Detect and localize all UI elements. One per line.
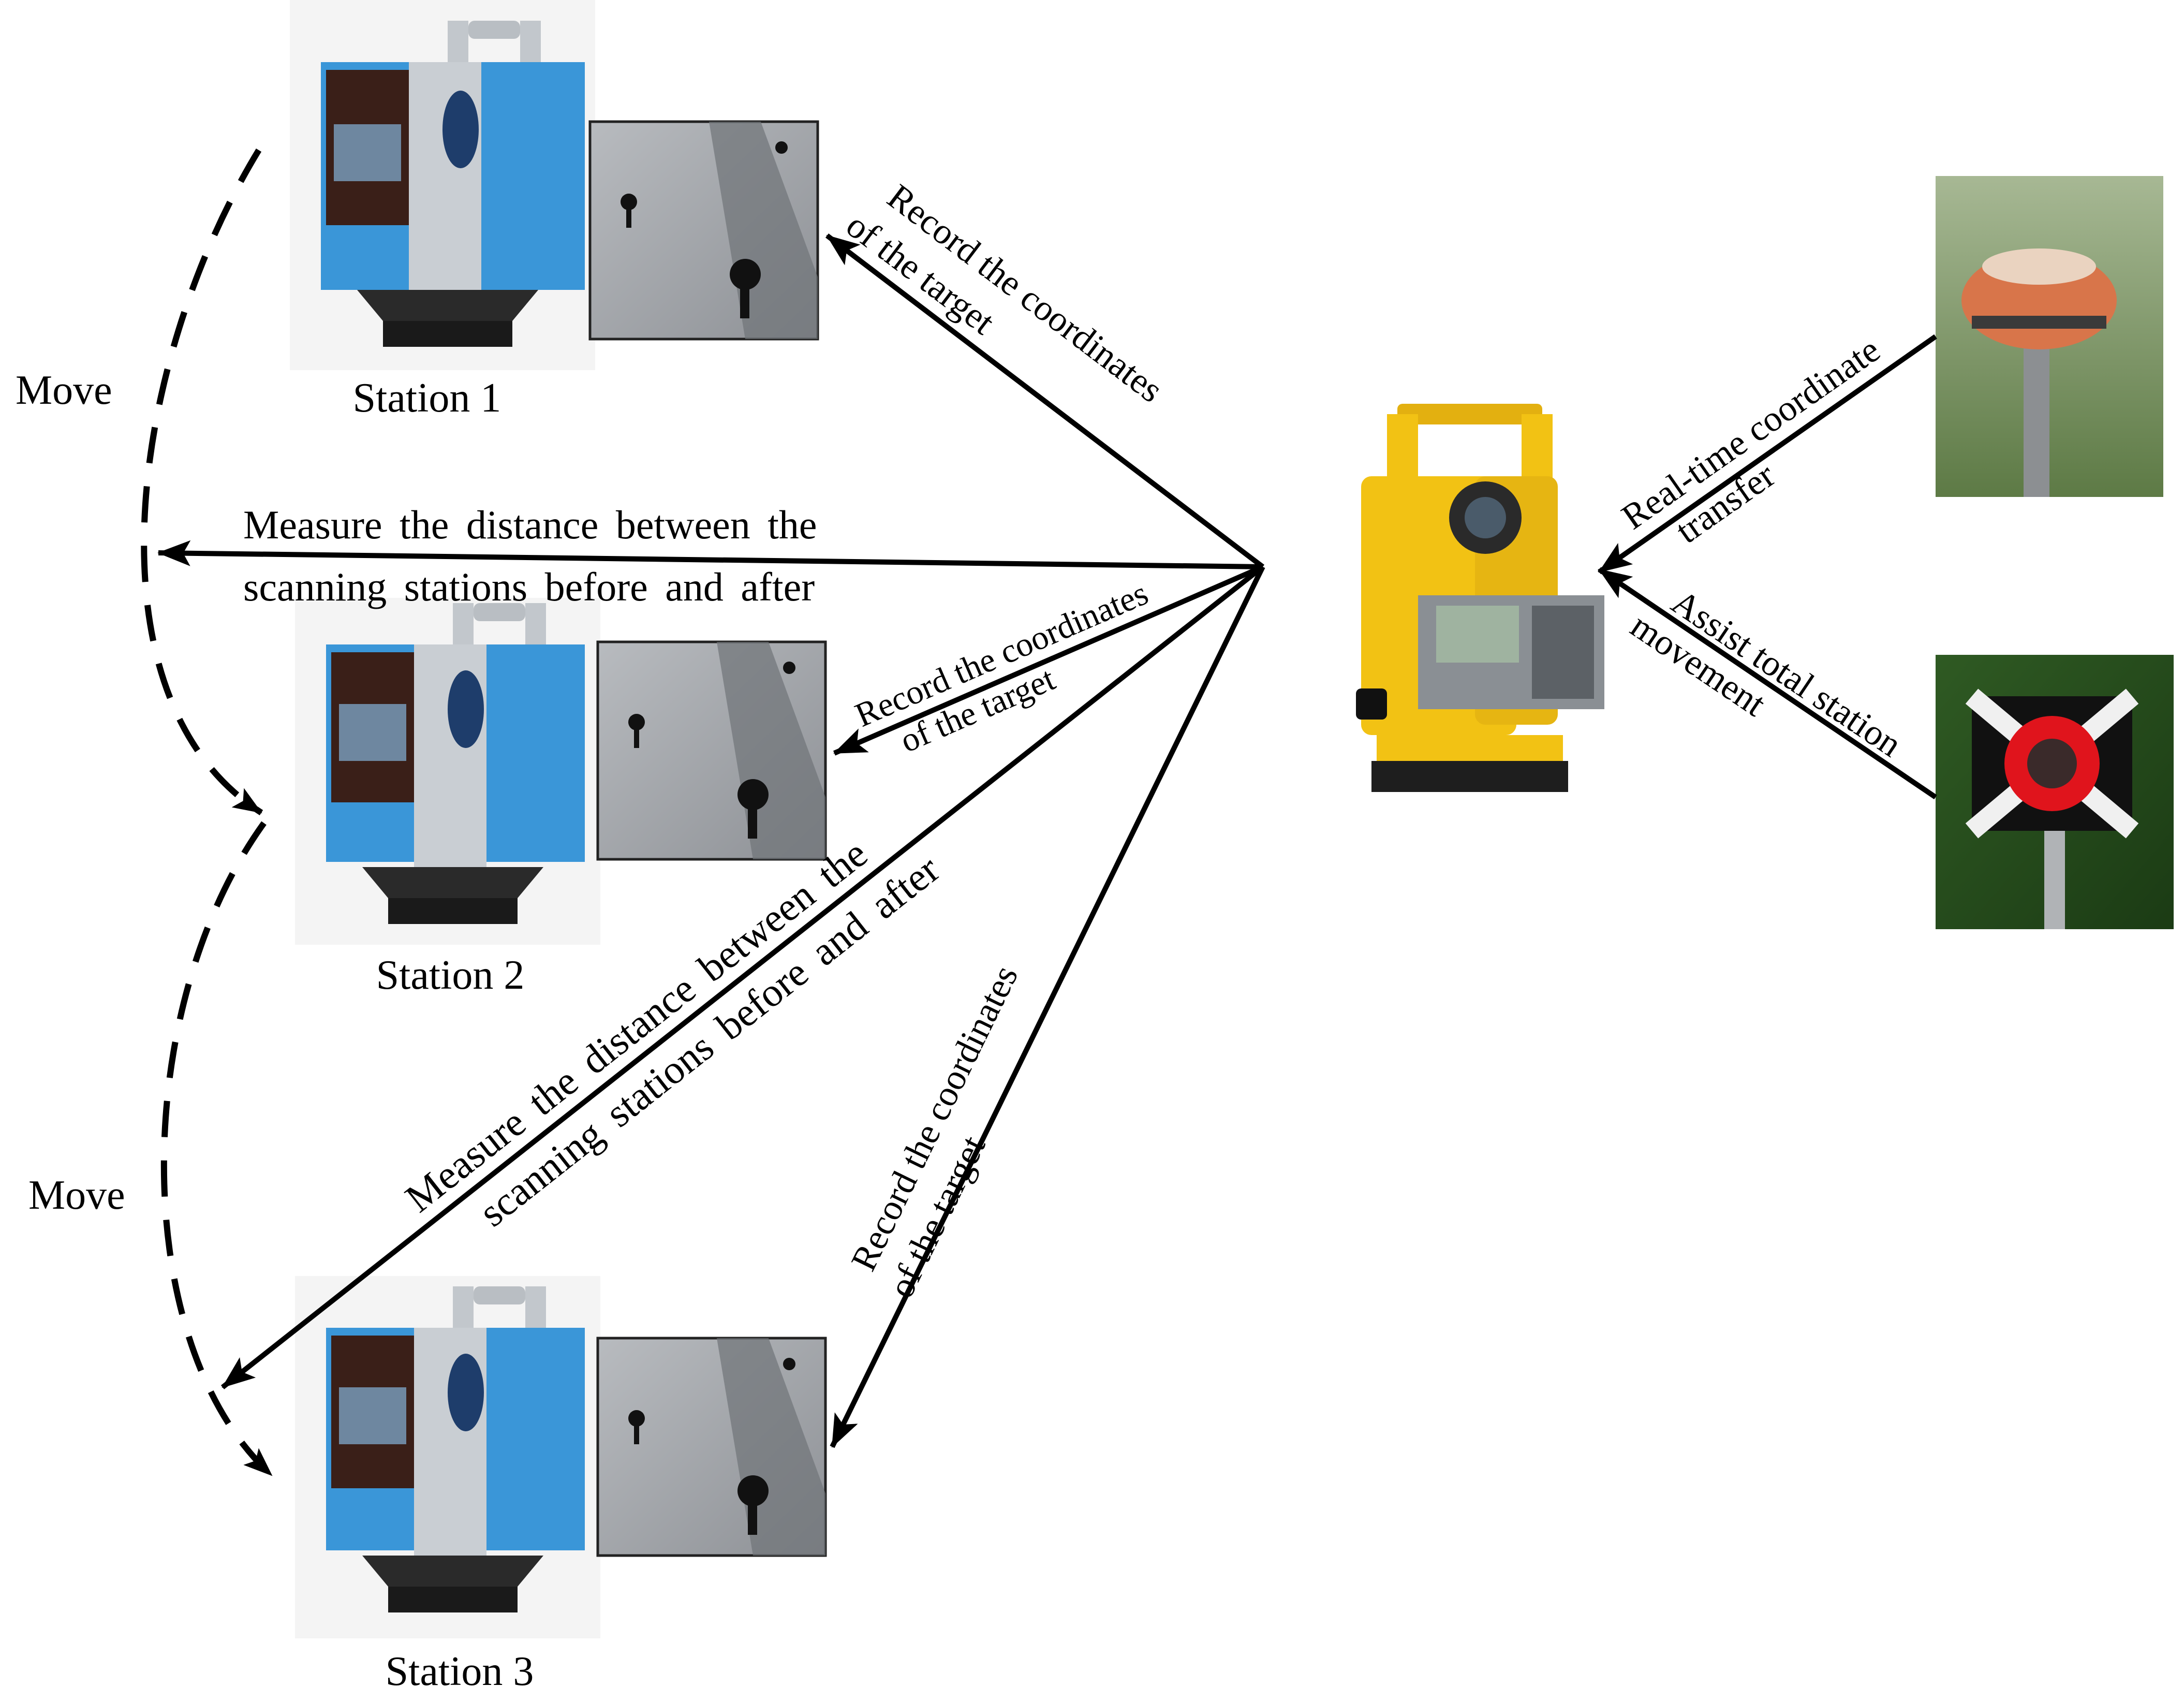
total-station-instrument — [1356, 404, 1604, 792]
target-photo-station-1 — [588, 120, 819, 341]
move-label-1: Move — [16, 368, 112, 413]
gnss-receiver-photo — [1936, 176, 2163, 497]
laser-scanner-station-2 — [295, 598, 600, 945]
station-1-label: Station 1 — [353, 375, 501, 421]
move-label-2: Move — [28, 1172, 125, 1218]
gnss-transfer-label: Real-time coordinate transfer — [1615, 325, 1919, 572]
arrow-gnss-transfer — [1598, 334, 1937, 575]
record-label-1: Record the coordinates of the target — [839, 167, 1177, 453]
arrow-measure-2 — [220, 565, 1265, 1389]
arrow-record-1 — [825, 233, 1265, 569]
arrow-record-2 — [833, 564, 1264, 756]
station-2-label: Station 2 — [376, 952, 525, 998]
arrow-record-3 — [830, 565, 1265, 1448]
record-label-3: Record the coordinates of the target — [840, 951, 1071, 1304]
target-photo-station-2 — [596, 640, 827, 861]
laser-scanner-station-3 — [295, 1276, 600, 1638]
move-arrow-2-to-3 — [160, 821, 274, 1478]
target-photo-station-3 — [596, 1337, 827, 1557]
move-arrow-1-to-2 — [141, 148, 263, 816]
measure-label-1: Measure the distance between the scannin… — [243, 502, 834, 609]
arrow-prism-assist — [1598, 567, 1937, 800]
station-3-label: Station 3 — [386, 1649, 534, 1694]
arrow-measure-1 — [157, 540, 1263, 569]
prism-target-photo — [1936, 655, 2174, 929]
laser-scanner-station-1 — [290, 0, 595, 370]
